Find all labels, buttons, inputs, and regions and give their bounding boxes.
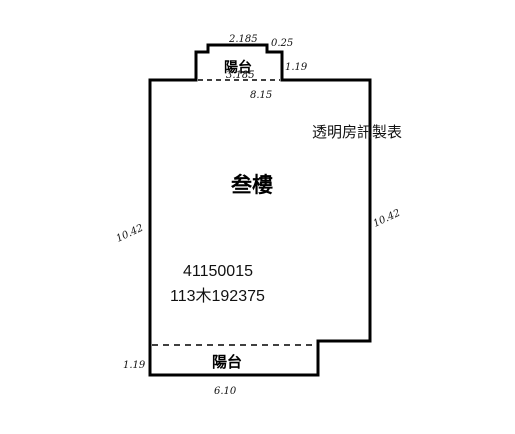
floor-label: 叁樓 (230, 172, 273, 197)
dim-top-balcony-width: 2.185 (228, 34, 258, 45)
bottom-balcony-label: 陽台 (212, 353, 242, 371)
dim-top-balcony-depth: 1.19 (285, 62, 308, 73)
dim-top-balcony-step: 0.25 (271, 38, 293, 49)
record-code: 113木192375 (170, 287, 265, 305)
dim-top-wall: 8.15 (250, 90, 272, 101)
top-balcony-label: 陽台 (224, 59, 252, 76)
dim-bottom-wall: 6.10 (214, 386, 237, 397)
dim-right-wall: 10.42 (372, 208, 403, 230)
record-id: 41150015 (183, 263, 253, 280)
dim-top-balcony-inner: 3.185 (226, 70, 255, 81)
building-outline (148, 43, 372, 377)
dim-bottom-balcony-depth: 1.19 (123, 360, 146, 371)
publisher-label: 透明房訊製表 (312, 124, 402, 141)
dim-left-wall: 10.42 (115, 223, 146, 245)
